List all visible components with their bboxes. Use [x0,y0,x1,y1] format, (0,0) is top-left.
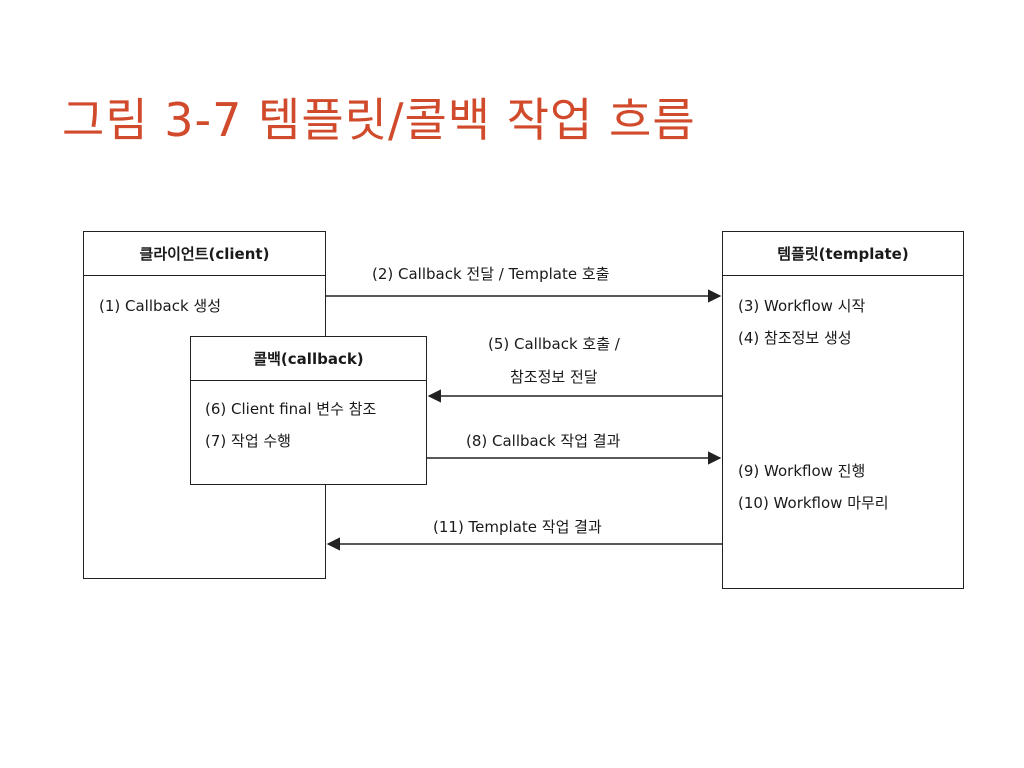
template-box-header: 템플릿(template) [723,232,963,276]
arrow-8-label: (8) Callback 작업 결과 [466,432,621,450]
arrow-2-label: (2) Callback 전달 / Template 호출 [372,265,610,283]
callback-box: 콜백(callback) [190,336,427,485]
template-step-3: (3) Workflow 시작 [738,297,866,315]
callback-step-7: (7) 작업 수행 [205,432,291,450]
callback-box-header: 콜백(callback) [191,337,426,381]
template-step-4: (4) 참조정보 생성 [738,329,852,347]
template-step-9: (9) Workflow 진행 [738,462,866,480]
arrow-5-label-line2: 참조정보 전달 [510,368,598,386]
template-box: 템플릿(template) [722,231,964,589]
client-box-header: 클라이언트(client) [84,232,325,276]
arrow-5-label-line1: (5) Callback 호출 / [488,335,620,353]
callback-step-6: (6) Client final 변수 참조 [205,400,377,418]
arrow-11-label: (11) Template 작업 결과 [433,518,602,536]
slide-title: 그림 3-7 템플릿/콜백 작업 흐름 [62,93,696,147]
template-step-10: (10) Workflow 마무리 [738,494,889,512]
client-step-1: (1) Callback 생성 [99,297,222,315]
